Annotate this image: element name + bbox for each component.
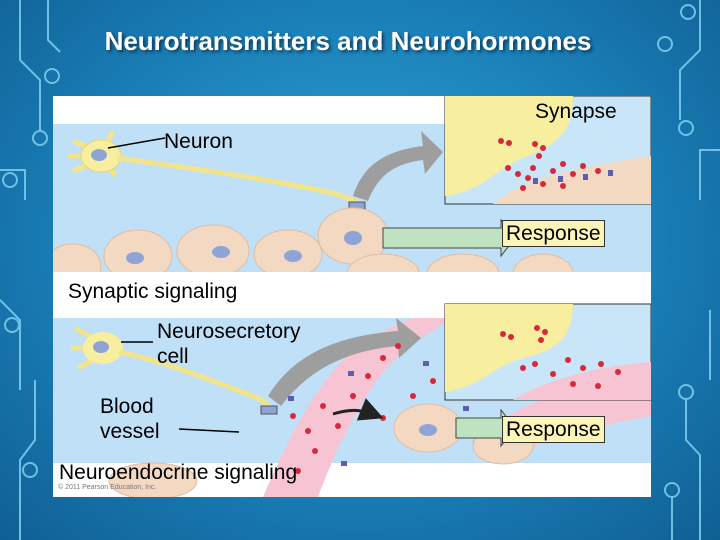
synapse-label: Synapse — [535, 100, 617, 123]
gray-arrow-bottom — [268, 318, 421, 406]
synaptic-signaling-caption: Synaptic signaling — [68, 280, 238, 303]
synapse-target — [493, 156, 651, 204]
neuron-nucleus — [91, 149, 107, 161]
neurosecretory-nucleus — [93, 341, 109, 353]
neuroendocrine-signaling-caption: Neuroendocrine signaling — [59, 461, 298, 484]
black-arrow — [332, 398, 384, 421]
neuron-label: Neuron — [164, 130, 233, 153]
response-label-top: Response — [502, 220, 605, 247]
receptors-top — [533, 170, 613, 184]
neurosecretory-label-line1: Neurosecretory — [157, 320, 301, 343]
cell-nuclei-top — [126, 231, 362, 264]
neurosecretory-terminal — [260, 405, 278, 415]
copyright-notice: © 2011 Pearson Education, Inc. — [58, 484, 157, 491]
figure-illustration — [53, 96, 651, 497]
cell-nucleus-bottom — [419, 424, 437, 436]
caption-band-top — [53, 272, 651, 306]
neurosecretory-label-line2: cell — [157, 345, 189, 368]
blood-vessel-label-line2: vessel — [100, 420, 160, 443]
response-label-bottom: Response — [502, 416, 605, 443]
blood-vessel-label-line1: Blood — [100, 395, 154, 418]
blood-vessel-pointer — [178, 428, 240, 433]
gray-arrow-top — [353, 131, 443, 201]
response-arrow-top — [382, 218, 516, 258]
signaling-figure: Synapse Neuron Response Synaptic signali… — [53, 96, 651, 497]
slide-title: Neurotransmitters and Neurohormones — [104, 26, 592, 56]
synapse-vesicles-top — [498, 138, 601, 191]
neuron-pointer — [107, 137, 166, 149]
inset-terminal — [445, 304, 573, 392]
inset-vesicles — [500, 325, 621, 389]
